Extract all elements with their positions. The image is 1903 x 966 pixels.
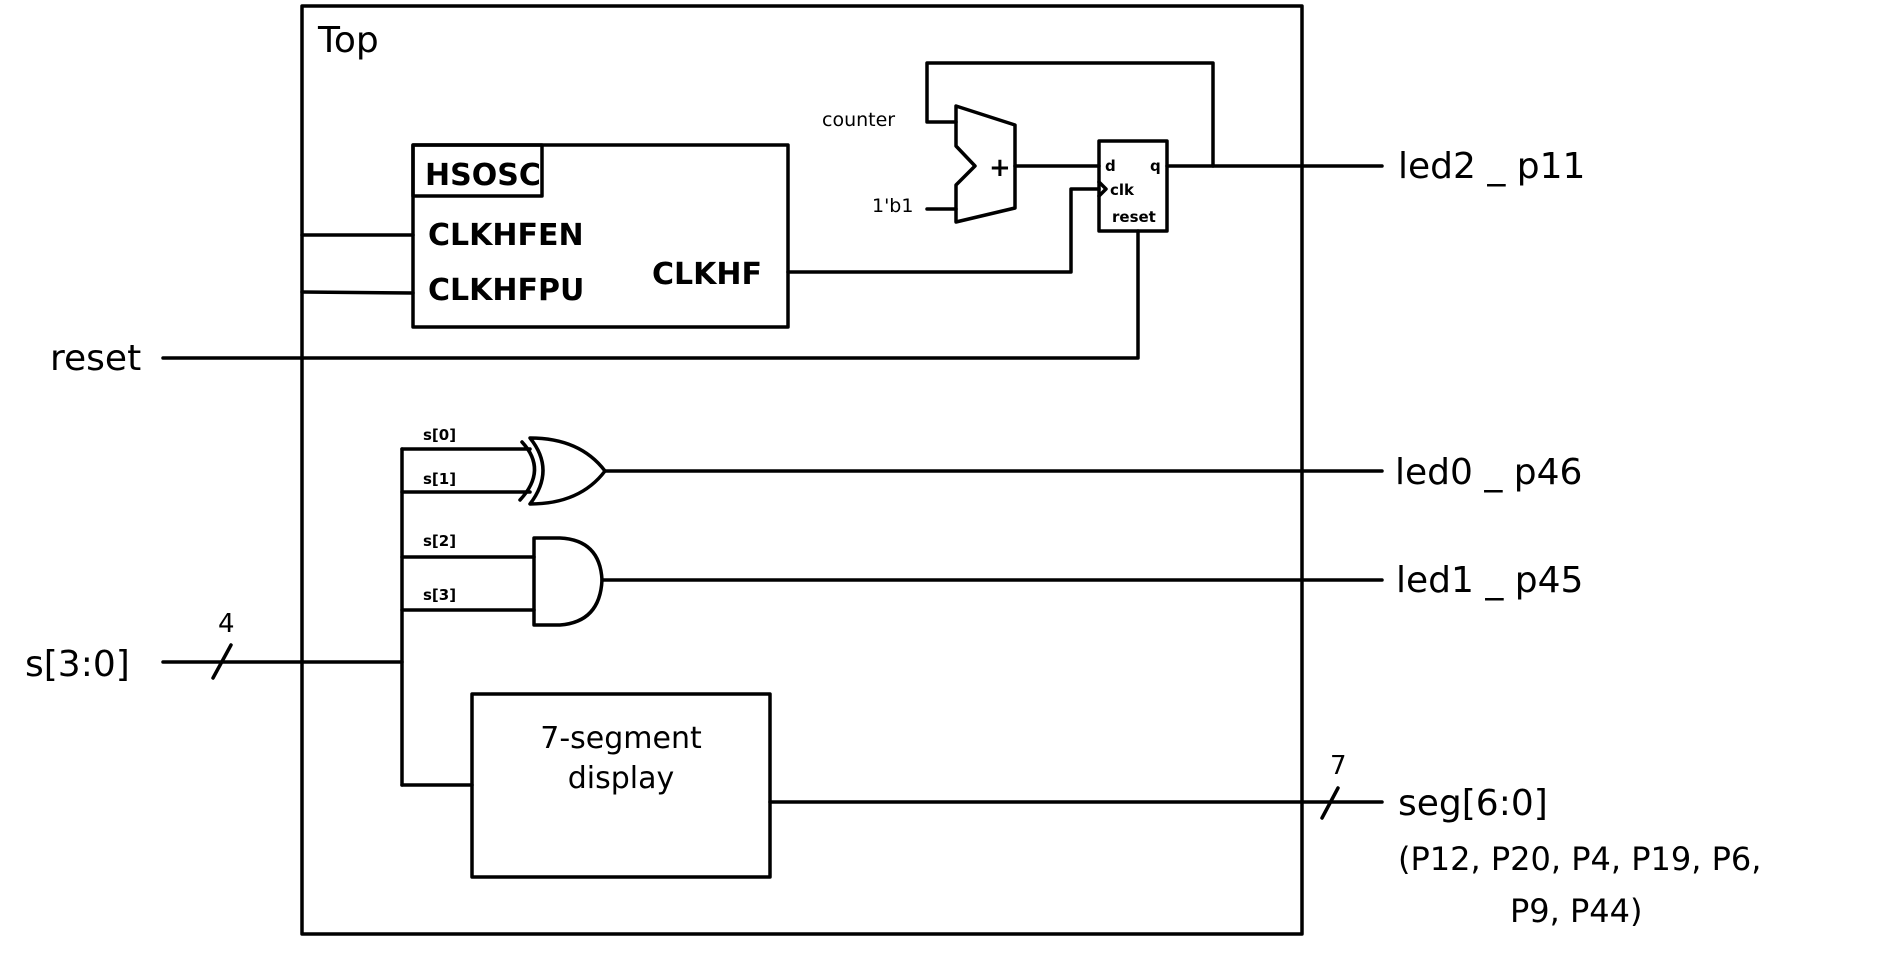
ff-reset-port: reset [1112,208,1156,226]
top-module-title: Top [317,20,379,61]
clkhf-port: CLKHF [652,257,762,292]
led1-output-label: led1 _ p45 [1396,560,1583,601]
reset-wire [161,229,1140,360]
seven-segment-title-1: 7-segment [540,721,702,756]
s3-label: s[3] [423,586,456,604]
adder-block [954,104,1017,224]
led2-output-label: led2 _ p11 [1398,146,1585,187]
seg-pins-line2: P9, P44) [1510,892,1643,930]
reset-input-label: reset [50,338,141,379]
clkhfen-port: CLKHFEN [428,218,584,253]
seg-pins-line1: (P12, P20, P4, P19, P6, [1398,840,1761,878]
s2-label: s[2] [423,532,456,550]
ff-q-port: q [1150,157,1161,175]
one-bit-label: 1'b1 [872,195,913,217]
ff-clk-port: clk [1110,181,1135,199]
clkhfpu-port: CLKHFPU [428,273,584,308]
seven-segment-title-2: display [568,761,675,796]
bus-width-slash [211,643,233,680]
led0-output-label: led0 _ p46 [1395,452,1582,493]
switch-input-label: s[3:0] [25,644,130,685]
flip-flop [1097,139,1169,233]
s1-label: s[1] [423,470,456,488]
counter-feedback-wire [925,61,1215,168]
clock-wire [786,187,1101,274]
switch-bus-width: 4 [218,609,235,639]
and-gate [532,536,604,627]
seg-bus-width: 7 [1330,751,1347,781]
s0-label: s[0] [423,426,456,444]
ff-d-port: d [1105,157,1116,175]
hsosc-label-box [411,143,544,198]
xor-gate [528,436,607,506]
hsosc-name: HSOSC [425,158,541,193]
adder-symbol: + [989,153,1011,183]
seg-output-label: seg[6:0] [1398,783,1548,824]
clkhfpu-wire [300,290,415,295]
counter-label: counter [822,109,895,131]
clock-edge-icon [1097,180,1108,198]
seg-width-slash [1320,786,1340,820]
xor-back-arc [518,440,537,502]
seven-segment-block [470,692,772,879]
